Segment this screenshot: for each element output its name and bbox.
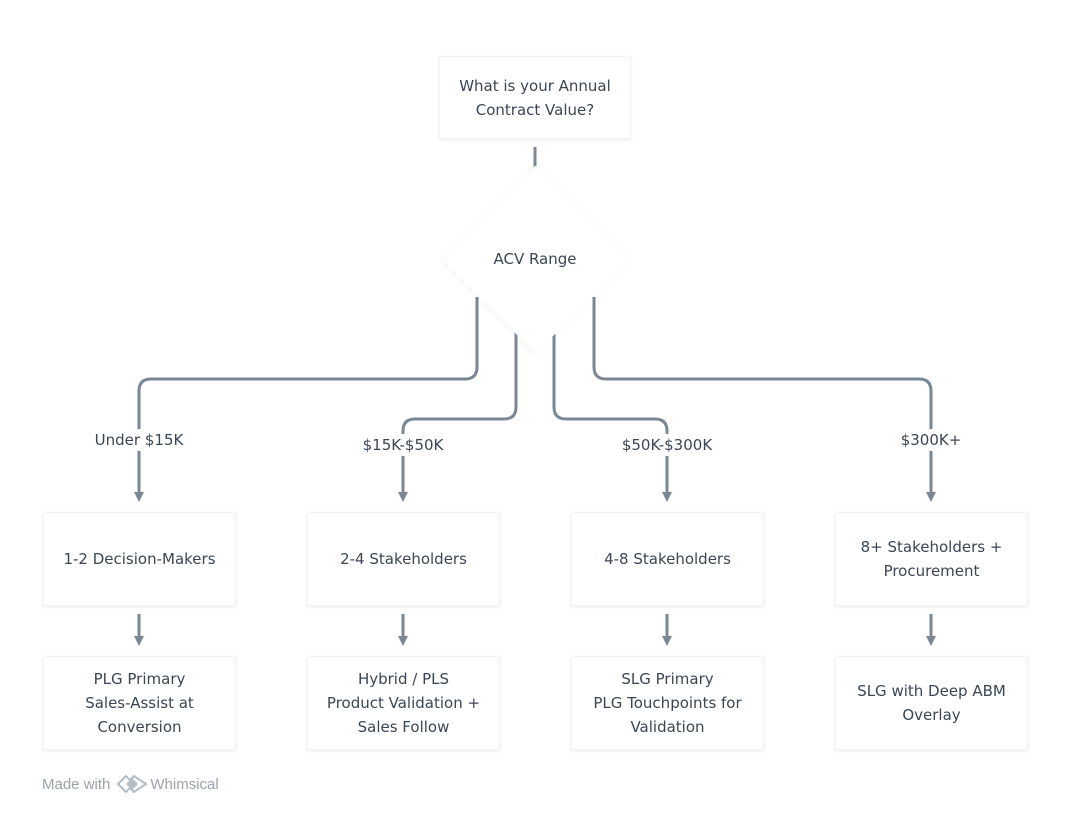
strategy-node-4: SLG with Deep ABM Overlay bbox=[835, 656, 1028, 750]
stakeholders-node-4: 8+ Stakeholders + Procurement bbox=[835, 512, 1028, 606]
connector-decision-to-branch-2 bbox=[398, 326, 518, 502]
connector-decision-to-branch-3 bbox=[552, 326, 672, 502]
connector-decision-to-branch-4 bbox=[592, 297, 936, 502]
made-with-text: Made with bbox=[42, 775, 111, 793]
edge-label-branch-3: $50K-$300K bbox=[618, 434, 716, 456]
whimsical-logo-icon bbox=[117, 775, 148, 793]
stakeholders-node-3: 4-8 Stakeholders bbox=[571, 512, 764, 606]
stakeholders-node-2: 2-4 Stakeholders bbox=[307, 512, 500, 606]
stakeholders-node-1: 1-2 Decision-Makers bbox=[43, 512, 236, 606]
whimsical-brand-text: Whimsical bbox=[150, 775, 219, 793]
connector-decision-to-branch-1 bbox=[134, 297, 479, 502]
strategy-node-2: Hybrid / PLS Product Validation + Sales … bbox=[307, 656, 500, 750]
question-node: What is your Annual Contract Value? bbox=[439, 56, 631, 139]
edge-label-branch-2: $15K-$50K bbox=[359, 434, 447, 456]
edge-label-branch-4: $300K+ bbox=[897, 429, 965, 451]
edge-label-branch-1: Under $15K bbox=[91, 429, 187, 451]
made-with-whimsical-badge[interactable]: Made with Whimsical bbox=[42, 773, 219, 795]
strategy-node-1: PLG Primary Sales-Assist at Conversion bbox=[43, 656, 236, 750]
strategy-node-3: SLG Primary PLG Touchpoints for Validati… bbox=[571, 656, 764, 750]
decision-node-label: ACV Range bbox=[493, 250, 577, 268]
